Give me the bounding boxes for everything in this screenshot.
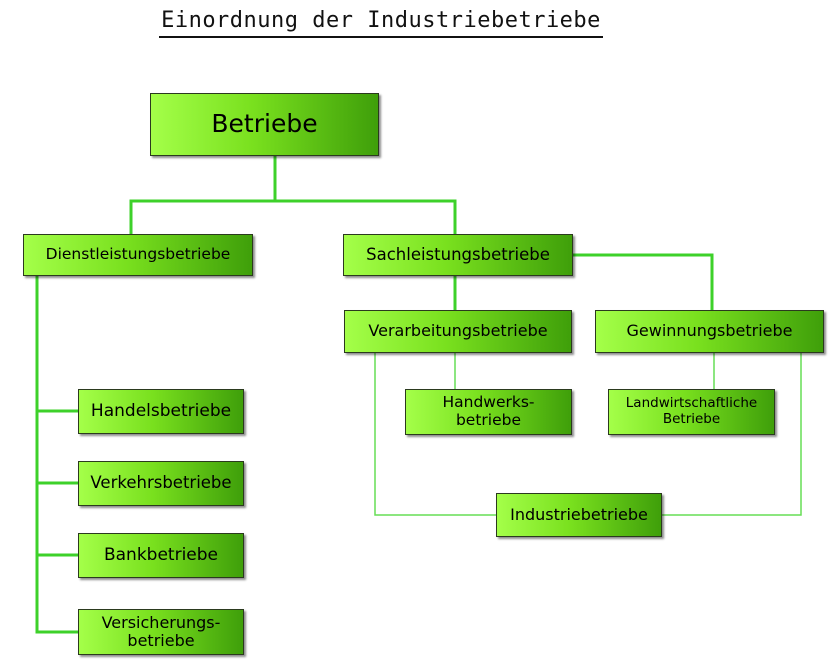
node-gewinnungsbetriebe-label: Gewinnungsbetriebe [626, 321, 793, 341]
connector-dienst-trunk [35, 276, 78, 634]
node-betriebe: Betriebe [150, 93, 379, 156]
node-industriebetriebe-label: Industriebetriebe [510, 504, 648, 524]
node-betriebe-label: Betriebe [211, 109, 318, 139]
node-gewinnungsbetriebe: Gewinnungsbetriebe [595, 310, 824, 353]
node-handwerksbetriebe-label-line1: Handwerks- [442, 393, 535, 412]
node-verarbeitungsbetriebe: Verarbeitungsbetriebe [344, 310, 572, 353]
node-handelsbetriebe: Handelsbetriebe [78, 389, 244, 434]
node-landwirtschaftliche-label-line1: Landwirtschaftliche [625, 395, 758, 412]
node-dienstleistungsbetriebe: Dienstleistungsbetriebe [23, 234, 253, 276]
node-sachleistungsbetriebe: Sachleistungsbetriebe [343, 234, 573, 276]
node-bankbetriebe-label: Bankbetriebe [103, 544, 219, 565]
node-handelsbetriebe-label: Handelsbetriebe [90, 400, 232, 421]
node-versicherungsbetriebe: Versicherungs- betriebe [78, 609, 244, 655]
node-landwirtschaftliche-label-line2: Betriebe [662, 411, 721, 427]
connector-betriebe-children [129, 156, 277, 234]
node-bankbetriebe: Bankbetriebe [78, 533, 244, 578]
node-verkehrsbetriebe: Verkehrsbetriebe [78, 461, 244, 506]
connector-gewinnung-industrie [662, 353, 802, 516]
connector-sach-gewinnung [573, 253, 714, 310]
node-sachleistungsbetriebe-label: Sachleistungsbetriebe [366, 244, 550, 264]
node-handwerksbetriebe: Handwerks- betriebe [405, 389, 572, 435]
connector-verarbeitung-industrie [374, 353, 496, 516]
node-dienstleistungsbetriebe-label: Dienstleistungsbetriebe [45, 245, 231, 264]
node-verarbeitungsbetriebe-label: Verarbeitungsbetriebe [368, 321, 548, 341]
connector-betriebe-sach [275, 199, 457, 234]
diagram-title: Einordnung der Industriebetriebe [0, 8, 762, 38]
node-industriebetriebe: Industriebetriebe [496, 493, 662, 537]
node-landwirtschaftliche-betriebe: Landwirtschaftliche Betriebe [608, 389, 775, 435]
node-handwerksbetriebe-label-line2: betriebe [455, 411, 522, 429]
node-versicherungsbetriebe-label-line2: betriebe [127, 631, 195, 650]
node-verkehrsbetriebe-label: Verkehrsbetriebe [90, 473, 232, 493]
node-versicherungsbetriebe-label-line1: Versicherungs- [101, 612, 221, 632]
